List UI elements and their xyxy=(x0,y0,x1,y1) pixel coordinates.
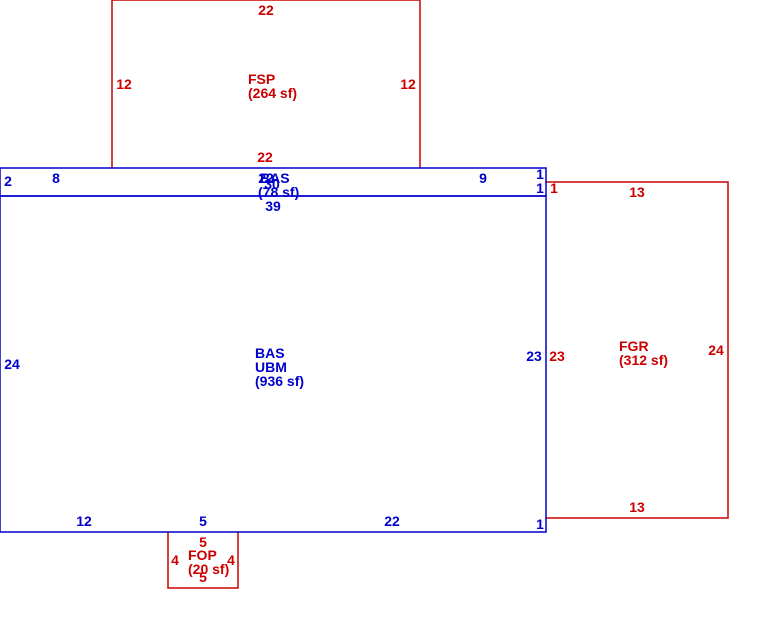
dim-strip-22: 22 xyxy=(258,170,274,186)
dim-strip-30: 30 xyxy=(264,176,280,192)
dim-fsp-left: 12 xyxy=(116,76,132,92)
fop-outline xyxy=(167,532,239,589)
fgr-area-size: (312 sf) xyxy=(619,352,668,368)
dim-fgr-bottom: 13 xyxy=(629,499,645,515)
fop-area-code: FOP xyxy=(188,547,217,563)
dim-fgr-left: 23 xyxy=(549,348,565,364)
bas-main-area-code-2: UBM xyxy=(255,359,287,375)
dim-fgr-top: 13 xyxy=(629,184,645,200)
dim-fop-right: 4 xyxy=(227,552,235,568)
dim-main-right: 23 xyxy=(526,348,542,364)
dim-strip-right-bottom: 1 xyxy=(536,180,544,196)
dim-strip-8: 8 xyxy=(52,170,60,186)
dim-fsp-right: 12 xyxy=(400,76,416,92)
dim-fsp-bottom: 22 xyxy=(257,149,273,165)
dim-main-bottom-22: 22 xyxy=(384,513,400,529)
dim-main-bottom-5: 5 xyxy=(199,513,207,529)
bas-strip-area-code: BAS xyxy=(260,170,290,186)
fsp-area-code: FSP xyxy=(248,71,275,87)
dim-strip-left: 2 xyxy=(4,173,12,189)
dim-fgr-right: 24 xyxy=(708,342,724,358)
dim-strip-right-top: 1 xyxy=(536,166,544,182)
bas-strip-area-size: (78 sf) xyxy=(258,184,299,200)
dim-fsp-top: 22 xyxy=(258,2,274,18)
dim-fgr-1: 1 xyxy=(550,180,558,196)
dim-fop-left: 4 xyxy=(171,552,179,568)
fsp-area-size: (264 sf) xyxy=(248,85,297,101)
dim-fop-bottom: 5 xyxy=(199,569,207,585)
dim-fop-top: 5 xyxy=(199,534,207,550)
bas-main-area-code: BAS xyxy=(255,345,285,361)
fsp-outline xyxy=(111,0,421,168)
bas-main-area-size: (936 sf) xyxy=(255,373,304,389)
fgr-outline xyxy=(546,181,729,519)
dim-strip-9: 9 xyxy=(479,170,487,186)
fgr-area-code: FGR xyxy=(619,338,649,354)
dim-main-bottom-1: 1 xyxy=(536,516,544,532)
bas-main-outline xyxy=(0,195,547,533)
fop-area-size: (20 sf) xyxy=(188,561,229,577)
dim-main-bottom-12: 12 xyxy=(76,513,92,529)
dim-main-top: 39 xyxy=(265,198,281,214)
dim-main-left: 24 xyxy=(4,356,20,372)
